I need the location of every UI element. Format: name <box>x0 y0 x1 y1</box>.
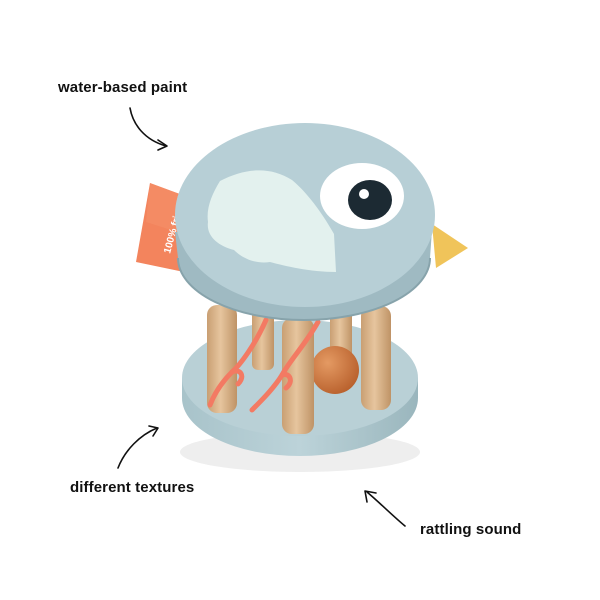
bird-eye <box>320 163 404 229</box>
bird-wing <box>207 170 336 272</box>
callout-water-based-paint: water-based paint <box>58 79 188 96</box>
textured-cords <box>207 317 321 413</box>
callout-different-textures: different textures <box>70 479 195 496</box>
callout-rattling-sound: rattling sound <box>420 521 522 538</box>
beak <box>432 224 468 268</box>
wooden-posts-front <box>207 305 391 434</box>
rattle-ball <box>311 346 359 394</box>
